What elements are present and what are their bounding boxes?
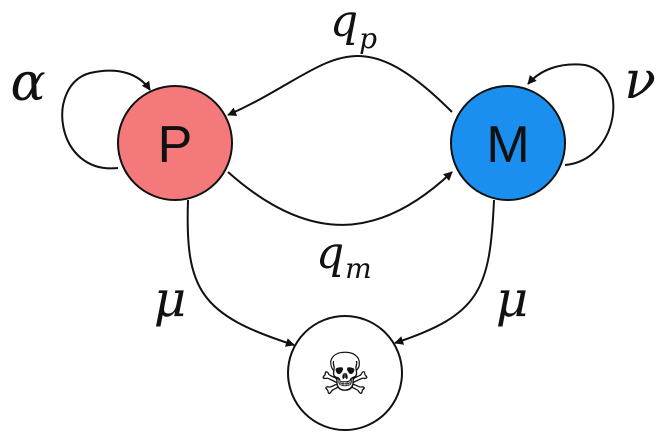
node-p: P	[117, 85, 233, 201]
node-m-circle	[450, 85, 566, 201]
alpha-label: α	[10, 53, 45, 113]
edge-m-to-death	[394, 199, 495, 345]
node-death: ☠	[287, 315, 403, 431]
mu-right-label: μ	[496, 270, 529, 328]
node-death-circle	[287, 315, 403, 431]
qp-label: qp	[330, 0, 377, 55]
edge-p-to-m-qm	[227, 171, 453, 226]
qm-subscript: m	[345, 252, 372, 285]
node-m: M	[450, 85, 566, 201]
qm-label: qm	[316, 228, 372, 285]
node-p-circle	[117, 85, 233, 201]
node-p-label: P	[158, 116, 193, 174]
edge-m-to-p-qp	[227, 55, 453, 116]
qp-subscript: p	[359, 22, 377, 55]
node-m-label: M	[486, 116, 529, 174]
nu-self-loop	[527, 63, 615, 166]
qm-base: q	[316, 228, 344, 279]
edge-p-to-death	[186, 199, 295, 347]
alpha-self-loop	[61, 69, 151, 170]
nu-label: ν	[624, 51, 656, 111]
qp-base: q	[330, 0, 358, 47]
skull-and-crossbones-icon: ☠	[319, 340, 371, 408]
mu-left-label: μ	[154, 270, 187, 328]
